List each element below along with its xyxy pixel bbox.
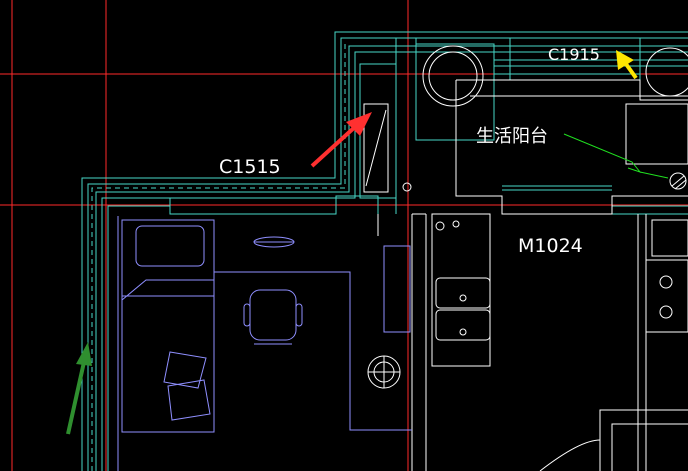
stove-top <box>645 259 688 333</box>
cushion-1 <box>163 351 207 389</box>
wall-centerline <box>91 42 346 471</box>
desk-outline <box>214 271 412 431</box>
label-balcony: 生活阳台 <box>476 126 548 147</box>
label-window-c1915: C1915 <box>548 45 600 64</box>
red-arrow-shaft <box>310 124 358 168</box>
burner-2 <box>659 305 673 319</box>
floor-drain-circle <box>669 172 687 190</box>
faucet-1 <box>459 294 467 302</box>
range-hood <box>651 219 688 257</box>
pillow <box>135 225 205 267</box>
column-circle-outer <box>422 45 484 107</box>
chair-arm-left <box>243 303 251 327</box>
cushion-2 <box>167 379 211 421</box>
label-window-c1515: C1515 <box>219 156 281 178</box>
balcony-outline <box>455 80 688 215</box>
column-left <box>359 63 397 199</box>
lower-room-wall-2 <box>611 423 688 471</box>
column-circle-inner <box>428 51 478 101</box>
floor-drain-hatch-1 <box>671 175 685 187</box>
green-arrow-shaft <box>66 361 86 435</box>
red-arrow-icon <box>346 112 372 136</box>
sink-basin-1 <box>435 277 491 309</box>
blanket-fold <box>121 279 214 301</box>
balcony-leader-tail <box>639 171 669 179</box>
chair-arm-right <box>295 303 303 327</box>
column-area <box>415 43 495 141</box>
bedroom-furniture <box>117 216 412 471</box>
window-diagonal <box>365 109 387 187</box>
pipe-small-1 <box>435 221 445 231</box>
outer-wall-line-4 <box>101 51 688 471</box>
door-swing-arc <box>539 439 601 471</box>
pipe-circle <box>402 182 412 192</box>
balcony-top-wall <box>456 79 688 101</box>
green-arrow-icon <box>76 342 92 366</box>
balcony-leader-line <box>563 133 642 174</box>
kitchen-counter <box>431 213 491 367</box>
inner-wall-left <box>107 198 171 471</box>
label-door-m1024: M1024 <box>518 235 583 257</box>
balcony-cabinet <box>625 103 688 165</box>
faucet-2 <box>459 328 467 336</box>
outer-wall-line-1 <box>81 31 688 471</box>
bed-frame <box>121 219 215 433</box>
window-frame-left <box>363 103 389 193</box>
outer-wall-line-2 <box>87 37 688 471</box>
floor-drain-hatch-2 <box>674 179 687 190</box>
ceiling-light <box>367 355 401 389</box>
sink-basin-2 <box>435 309 491 341</box>
column-circle-right <box>645 47 688 97</box>
wardrobe-panel <box>383 245 411 333</box>
burner-1 <box>659 275 673 289</box>
lower-room-wall <box>599 409 688 471</box>
pipe-small-2 <box>452 220 460 228</box>
structure-lines <box>363 45 688 471</box>
yellow-arrow-icon <box>616 50 634 70</box>
chair-seat <box>249 289 297 341</box>
outer-wall-line-3 <box>95 45 688 471</box>
inner-wall-top <box>169 195 379 215</box>
yellow-arrow-shaft <box>624 62 638 80</box>
walls <box>81 31 688 471</box>
annotation-arrows <box>66 50 638 435</box>
